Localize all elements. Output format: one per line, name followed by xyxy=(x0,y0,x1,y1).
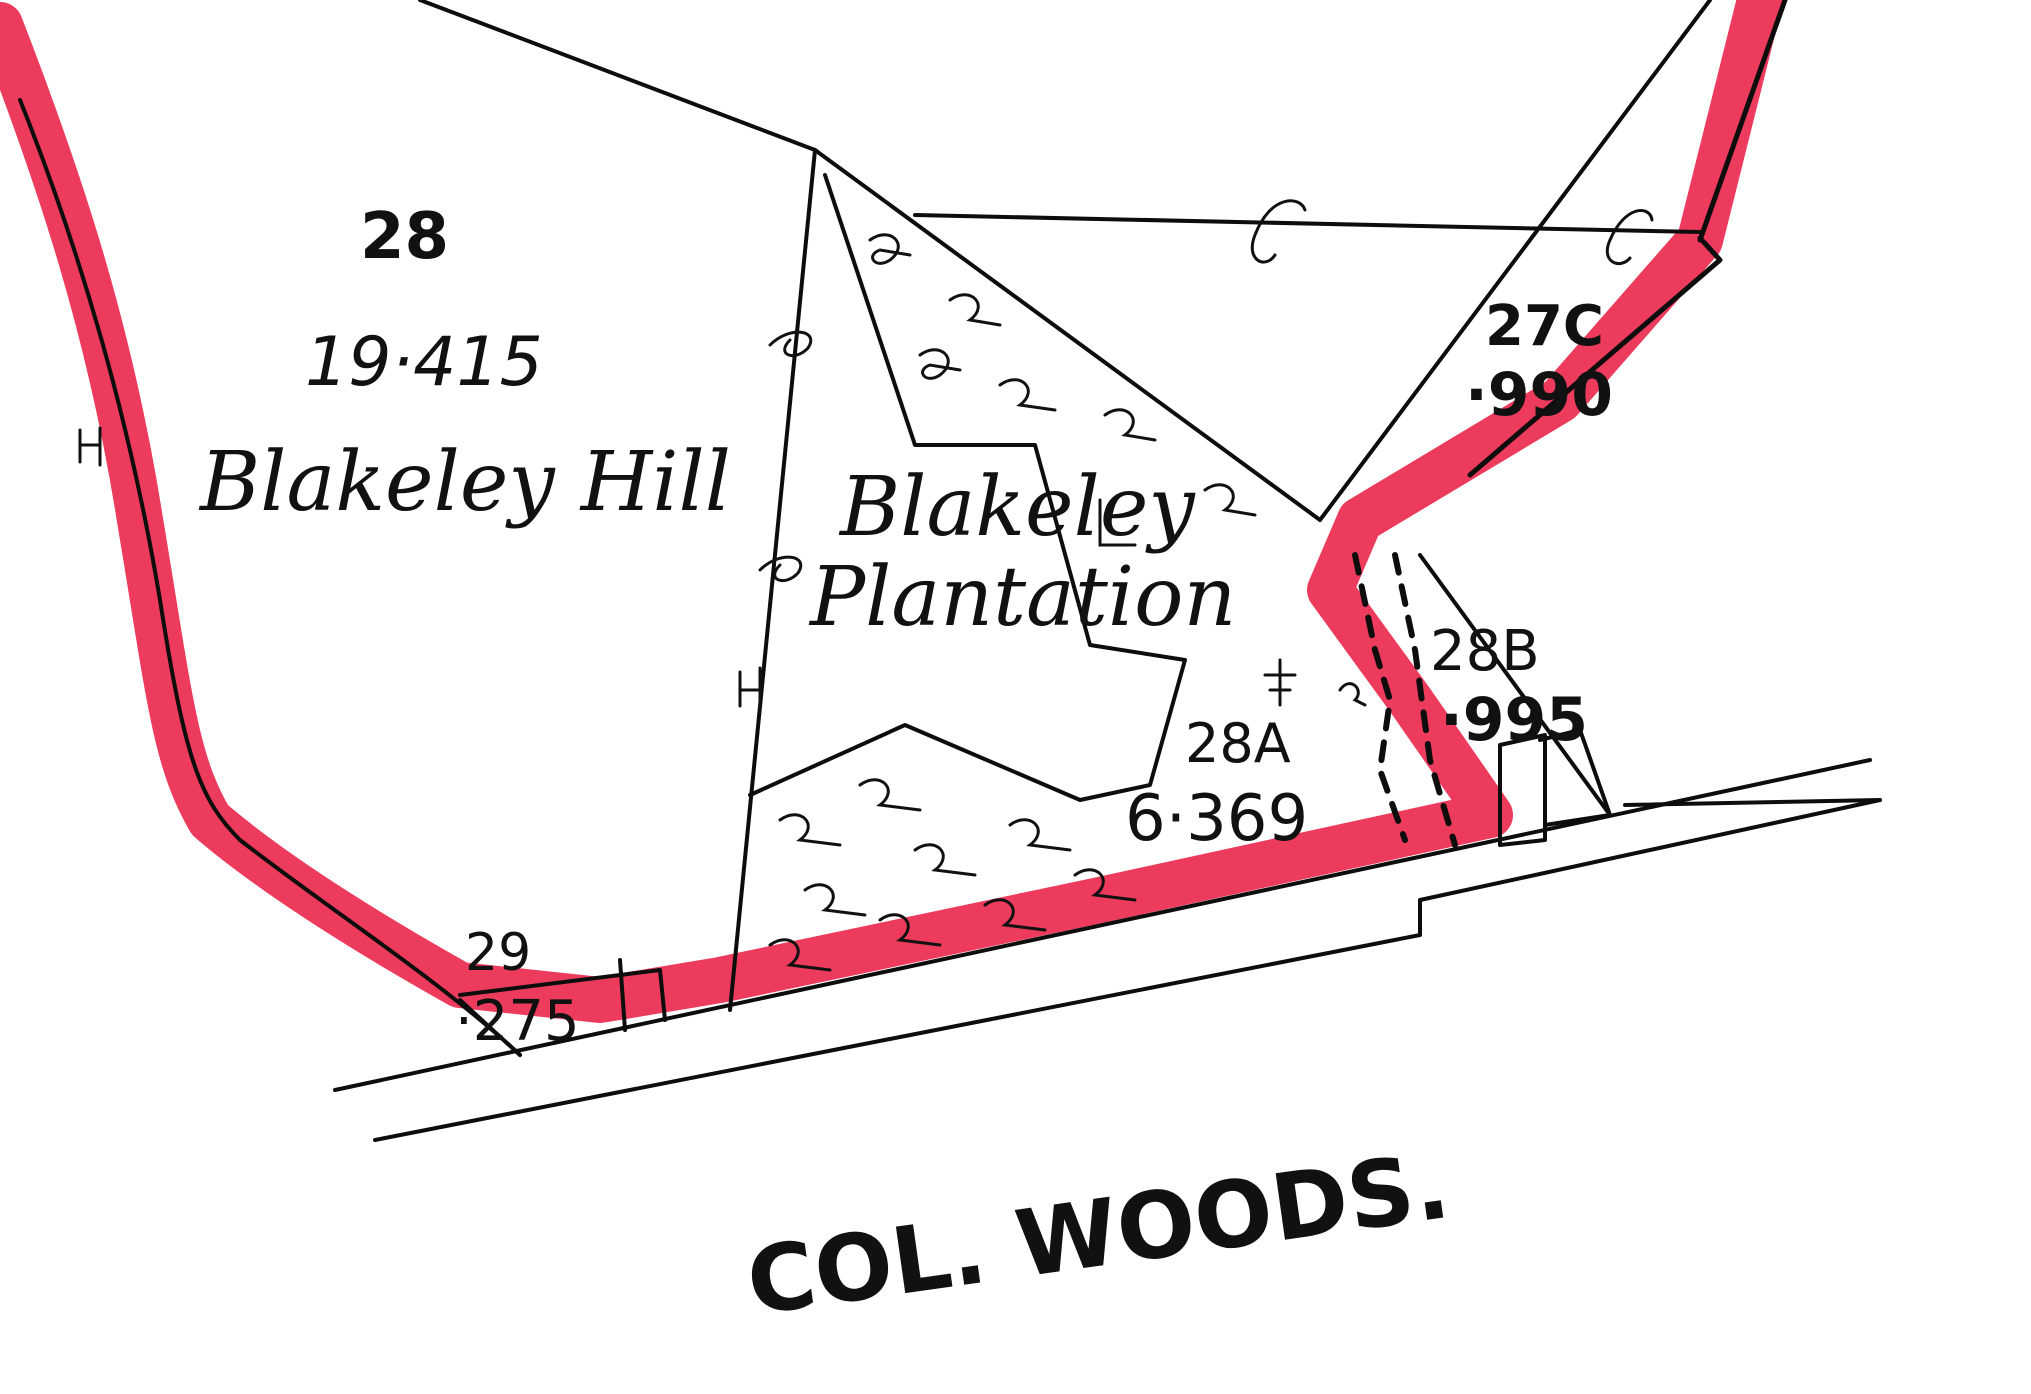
parcel-27c-area: ·990 xyxy=(1465,360,1613,430)
parcel-28b-area: ·995 xyxy=(1440,685,1588,755)
parcel-boundaries xyxy=(18,0,1882,1142)
parcel-27c-number: 27C xyxy=(1485,294,1604,359)
parcel-28a-area: 6·369 xyxy=(1125,782,1308,856)
parcel-28-name: Blakeley Hill xyxy=(198,435,731,530)
parcel-28a-number: 28A xyxy=(1185,712,1291,775)
boundary-highlight xyxy=(0,0,1783,1023)
fence-symbols xyxy=(78,199,1654,710)
parcel-28b-number: 28B xyxy=(1430,619,1540,684)
parcel-28-area: 19·415 xyxy=(305,323,543,402)
parcel-29-number: 29 xyxy=(465,923,531,983)
parcel-labels: 28 19·415 Blakeley Hill Blakeley Plantat… xyxy=(198,200,1613,1336)
region-label: COL. WOODS. xyxy=(741,1132,1456,1336)
parcel-28a-name-line1: Blakeley xyxy=(838,460,1196,555)
parcel-28a-name-line2: Plantation xyxy=(808,550,1236,645)
parcel-28-number: 28 xyxy=(360,200,449,274)
parcel-29-area: ·275 xyxy=(455,989,580,1054)
tree-symbols xyxy=(768,233,1367,972)
